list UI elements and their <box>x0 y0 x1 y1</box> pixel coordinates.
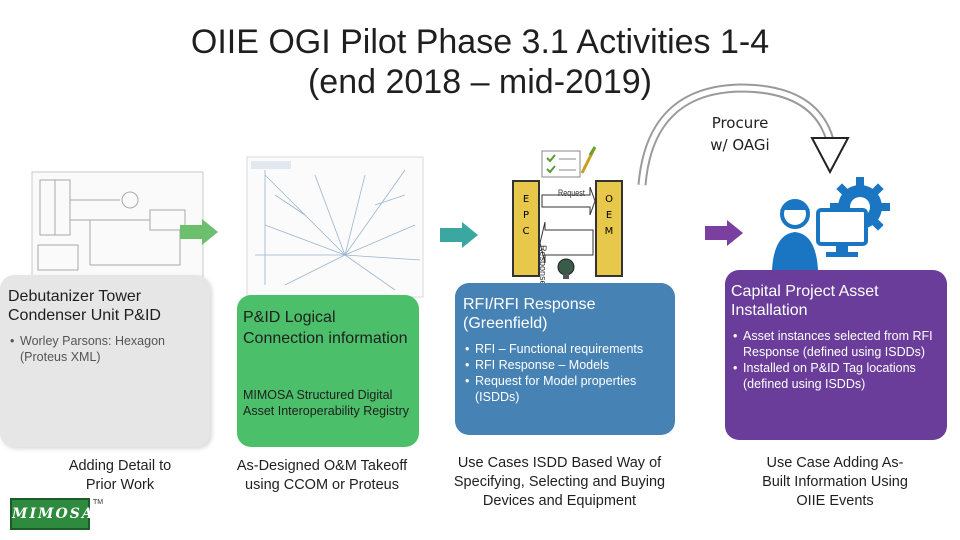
procure-line-1: Procure <box>711 114 769 132</box>
card-debutanizer-title: Debutanizer Tower Condenser Unit P&ID <box>8 288 161 324</box>
card-pid-logical: P&ID Logical Connection information MIMO… <box>237 295 419 447</box>
engineer-computer-icon <box>772 177 890 270</box>
title-line-1: OIIE OGI Pilot Phase 3.1 Activities 1-4 <box>190 23 770 61</box>
oem-letter-o: O <box>605 194 613 205</box>
epc-oem-diagram: E P C O E M Request Response <box>510 145 625 286</box>
caption-use-cases-isdd: Use Cases ISDD Based Way of Specifying, … <box>453 455 666 509</box>
oem-column: O E M <box>595 180 623 277</box>
card-rfi-title: RFI/RFI Response (Greenfield) <box>463 296 596 332</box>
arrow-3 <box>705 220 743 246</box>
caption-adding-detail: Adding Detail to Prior Work <box>68 458 172 493</box>
request-response-arrows <box>540 186 595 264</box>
epc-letter-e: E <box>522 194 530 205</box>
caption-as-designed: As-Designed O&M Takeoff using CCOM or Pr… <box>236 458 408 493</box>
card-rfi-bullets: RFI – Functional requirements RFI Respon… <box>463 341 667 405</box>
mimosa-logo-text: MIMOSA <box>12 506 95 522</box>
trademark-label: TM <box>93 499 104 506</box>
request-label: Request <box>558 188 585 198</box>
pid-drawing-icon <box>31 171 204 279</box>
oem-letter-e: E <box>605 210 613 221</box>
epc-column: E P C <box>512 180 540 277</box>
card-pid-logical-note: MIMOSA Structured Digital Asset Interope… <box>243 388 410 418</box>
procure-line-2: w/ OAGi <box>710 136 770 154</box>
card-rfi-bullet-2: RFI Response – Models <box>463 357 667 373</box>
oem-letter-m: M <box>604 226 614 237</box>
card-debutanizer: Debutanizer Tower Condenser Unit P&ID Wo… <box>0 275 210 447</box>
slide-title: OIIE OGI Pilot Phase 3.1 Activities 1-4 … <box>0 22 960 102</box>
card-rfi-bullet-3: Request for Model properties (ISDDs) <box>463 373 667 405</box>
card-debutanizer-bullets: Worley Parsons: Hexagon (Proteus XML) <box>8 333 200 365</box>
card-capital-project-bullet-2: Installed on P&ID Tag locations (defined… <box>731 360 939 392</box>
mimosa-logo: MIMOSA <box>10 498 93 530</box>
card-capital-project-bullet-1: Asset instances selected from RFI Respon… <box>731 328 939 360</box>
epc-letter-c: C <box>522 226 530 237</box>
response-label: Response <box>538 245 548 286</box>
arrow-1 <box>180 219 218 245</box>
title-line-2: (end 2018 – mid-2019) <box>307 63 652 101</box>
card-capital-project-title: Capital Project Asset Installation <box>731 283 879 319</box>
card-capital-project-bullets: Asset instances selected from RFI Respon… <box>731 328 939 392</box>
card-rfi-bullet-1: RFI – Functional requirements <box>463 341 667 357</box>
procure-curved-arrow <box>637 83 850 186</box>
caption-use-case-as-built: Use Case Adding As-Built Information Usi… <box>762 455 908 509</box>
card-debutanizer-bullet: Worley Parsons: Hexagon (Proteus XML) <box>8 333 200 365</box>
network-diagram-icon <box>246 156 424 298</box>
checklist-icon <box>541 146 597 178</box>
device-icon <box>557 258 575 279</box>
epc-letter-p: P <box>522 210 530 221</box>
procure-label: Procure w/ OAGi <box>700 112 780 156</box>
arrow-2 <box>440 222 478 248</box>
card-capital-project: Capital Project Asset Installation Asset… <box>725 270 947 440</box>
card-rfi: RFI/RFI Response (Greenfield) RFI – Func… <box>455 283 675 435</box>
card-pid-logical-title: P&ID Logical Connection information <box>243 309 408 347</box>
